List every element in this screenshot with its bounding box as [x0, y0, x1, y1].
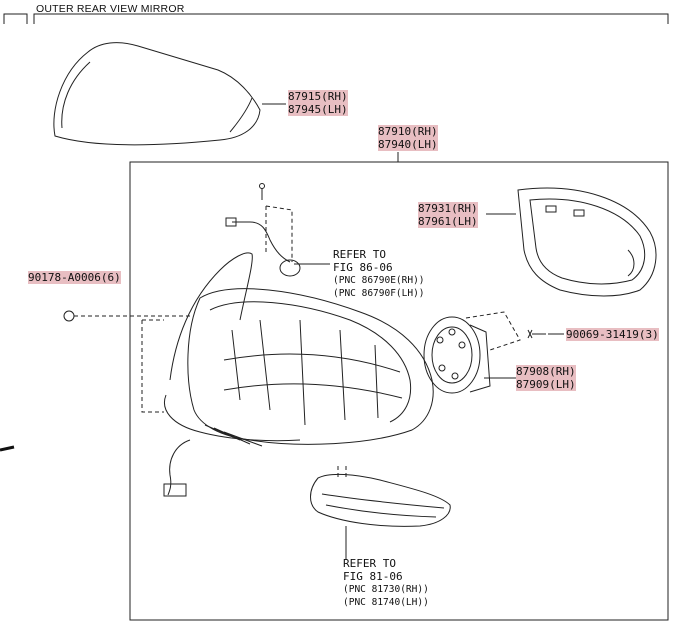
- mirror-housing-drawing: [163, 252, 434, 497]
- refer-fig86-line2[interactable]: FIG 86-06: [333, 261, 393, 274]
- mirror-glass-lh-number[interactable]: 87961(LH): [418, 215, 478, 228]
- mirror-glass-drawing: [517, 187, 657, 297]
- screw-drawing: [527, 329, 546, 339]
- mirror-assy-lh-number[interactable]: 87940(LH): [378, 138, 438, 151]
- refer-fig81-line2[interactable]: FIG 81-06: [343, 570, 403, 583]
- turn-signal-lamp-drawing: [310, 473, 451, 527]
- clip-number[interactable]: 90178-A0006(6): [28, 271, 121, 284]
- edge-mark: [0, 445, 15, 452]
- refer-fig86-pnc-rh: (PNC 86790E(RH)): [333, 275, 425, 286]
- actuator-part-label[interactable]: 87908(RH) 87909(LH): [516, 365, 576, 391]
- actuator-drawing: [423, 316, 491, 394]
- mirror-assy-part-label[interactable]: 87910(RH) 87940(LH): [378, 125, 438, 151]
- assembly-box: [129, 161, 669, 621]
- actuator-rh-number[interactable]: 87908(RH): [516, 365, 576, 378]
- dashed-leaders: [74, 205, 521, 478]
- actuator-lh-number[interactable]: 87909(LH): [516, 378, 576, 391]
- header-frame: [33, 13, 669, 24]
- diagram-title: OUTER REAR VIEW MIRROR: [36, 3, 185, 15]
- refer-fig86-pnc-lh: (PNC 86790F(LH)): [333, 288, 425, 299]
- clip-part-label[interactable]: 90178-A0006(6): [28, 271, 121, 284]
- mirror-assy-rh-number[interactable]: 87910(RH): [378, 125, 438, 138]
- refer-fig86-line1: REFER TO: [333, 248, 386, 261]
- screw-number[interactable]: 90069-31419(3): [566, 328, 659, 341]
- screw-part-label[interactable]: 90069-31419(3): [566, 328, 659, 341]
- refer-fig81-label[interactable]: REFER TO FIG 81-06 (PNC 81730(RH)) (PNC …: [343, 557, 429, 609]
- cover-rh-number[interactable]: 87915(RH): [288, 90, 348, 103]
- solid-leaders: [262, 103, 564, 560]
- motor-harness-drawing: [225, 183, 301, 277]
- mirror-glass-part-label[interactable]: 87931(RH) 87961(LH): [418, 202, 478, 228]
- mirror-glass-rh-number[interactable]: 87931(RH): [418, 202, 478, 215]
- clip-drawing: [63, 310, 75, 322]
- cover-lh-number[interactable]: 87945(LH): [288, 103, 348, 116]
- refer-fig86-label[interactable]: REFER TO FIG 86-06 (PNC 86790E(RH)) (PNC…: [333, 248, 425, 300]
- mirror-cover-drawing: [53, 42, 261, 146]
- cover-part-label[interactable]: 87915(RH) 87945(LH): [288, 90, 348, 116]
- header-frame-left: [3, 13, 28, 24]
- refer-fig81-pnc-rh: (PNC 81730(RH)): [343, 584, 429, 595]
- refer-fig81-line1: REFER TO: [343, 557, 396, 570]
- refer-fig81-pnc-lh: (PNC 81740(LH)): [343, 597, 429, 608]
